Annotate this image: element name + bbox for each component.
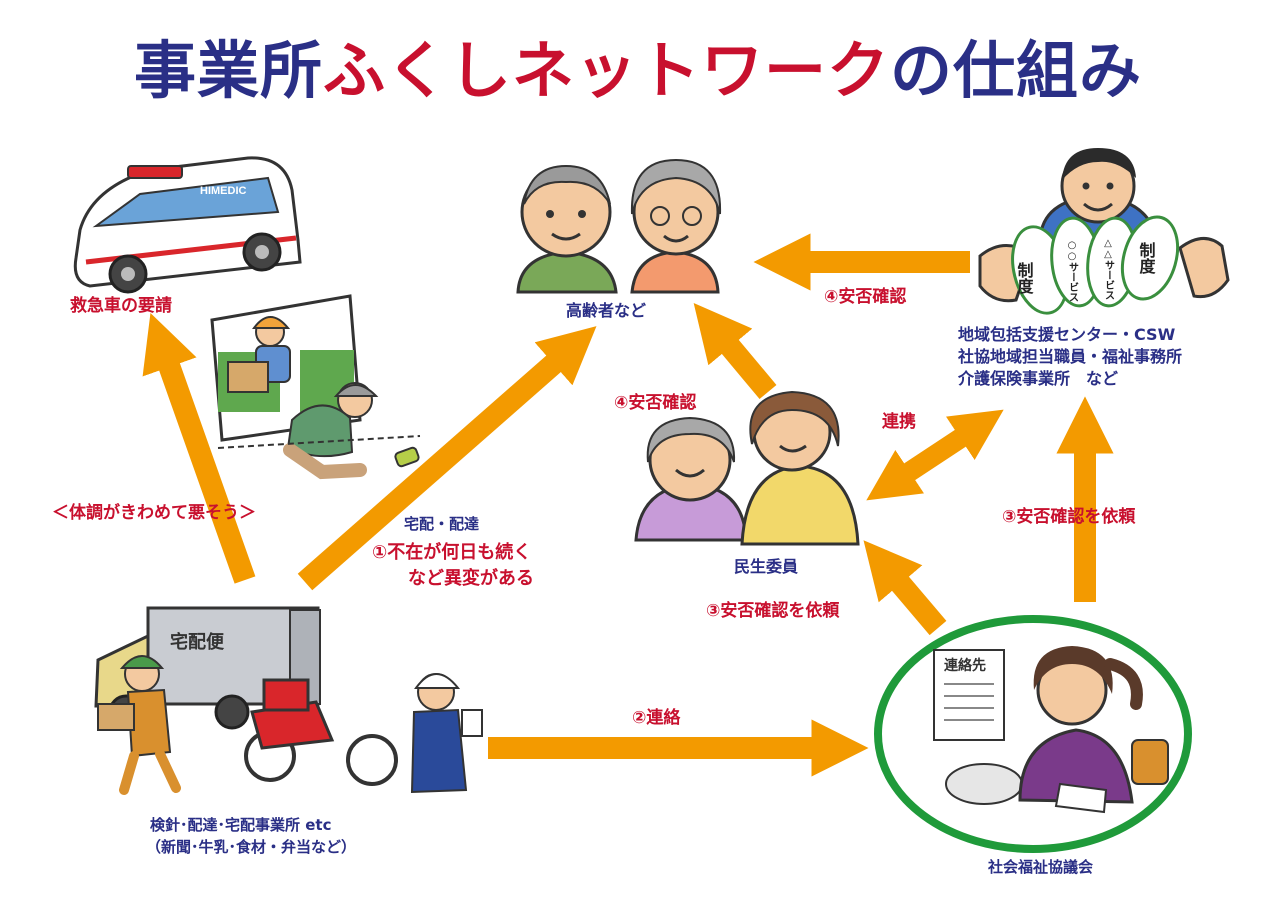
step1-line2: など異変がある bbox=[408, 568, 534, 589]
ambulance-vehicle-text: HIMEDIC bbox=[200, 185, 247, 197]
step2-label: ②連絡 bbox=[632, 708, 681, 728]
elderly-couple-illustration bbox=[516, 158, 722, 294]
delivery-label: 宅配・配達 bbox=[404, 515, 480, 533]
arrow-cooperation bbox=[866, 409, 1004, 501]
step4-left-label: ④安否確認 bbox=[614, 393, 697, 413]
ambulance-illustration: HIMEDIC bbox=[73, 156, 302, 294]
support-center-line-2: 社協地域担当職員・福祉事務所 bbox=[958, 347, 1183, 366]
arrow-council-to-minsei bbox=[863, 540, 947, 636]
card-service-2: △△サービス bbox=[1103, 238, 1115, 300]
business-line-2: （新聞･牛乳･食材・弁当など） bbox=[146, 838, 357, 856]
card-seido-1: 制度 bbox=[1015, 262, 1034, 295]
step3-right-label: ③安否確認を依頼 bbox=[1002, 507, 1136, 527]
arrow-business-to-ambulance bbox=[142, 313, 256, 584]
council-memo-text: 連絡先 bbox=[944, 657, 986, 674]
title-part2: ふくしネットワーク bbox=[322, 34, 890, 107]
collapse-scene-illustration bbox=[210, 294, 421, 480]
page-title: 事業所ふくしネットワークの仕組み bbox=[0, 40, 1276, 102]
council-highlight-ring bbox=[874, 615, 1192, 853]
support-staff-illustration: 制度 ○○サービス △△サービス 制度 bbox=[978, 148, 1230, 315]
truck-text: 宅配便 bbox=[170, 631, 225, 653]
support-center-line-3: 介護保険事業所 など bbox=[958, 369, 1119, 388]
arrows bbox=[142, 233, 1114, 777]
minsei-illustration bbox=[634, 390, 860, 546]
minsei-label: 民生委員 bbox=[734, 557, 799, 576]
title-part3: の仕組み bbox=[890, 34, 1143, 107]
step3-left-label: ③安否確認を依頼 bbox=[706, 601, 840, 621]
arrow-business-to-elderly bbox=[297, 326, 597, 591]
cooperation-label: 連携 bbox=[882, 412, 916, 432]
business-line-1: 検針･配達･宅配事業所 etc bbox=[150, 816, 332, 834]
step1-line1: ①不在が何日も続く bbox=[372, 542, 532, 563]
ambulance-label: 救急車の要請 bbox=[70, 296, 172, 316]
business-illustration: 宅配便 bbox=[94, 606, 483, 795]
arrow-minsei-to-elderly bbox=[693, 303, 777, 400]
bad-condition-note: ＜体調がきわめて悪そう＞ bbox=[52, 503, 256, 523]
council-illustration: 連絡先 bbox=[874, 615, 1192, 853]
title-part1: 事業所 bbox=[133, 34, 323, 107]
elderly-label: 高齢者など bbox=[566, 301, 647, 320]
step4-top-label: ④安否確認 bbox=[824, 287, 907, 307]
council-label: 社会福祉協議会 bbox=[988, 858, 1094, 876]
card-service-1: ○○サービス bbox=[1067, 240, 1079, 302]
card-seido-2: 制度 bbox=[1137, 242, 1156, 275]
support-center-line-1: 地域包括支援センター・CSW bbox=[958, 325, 1176, 344]
